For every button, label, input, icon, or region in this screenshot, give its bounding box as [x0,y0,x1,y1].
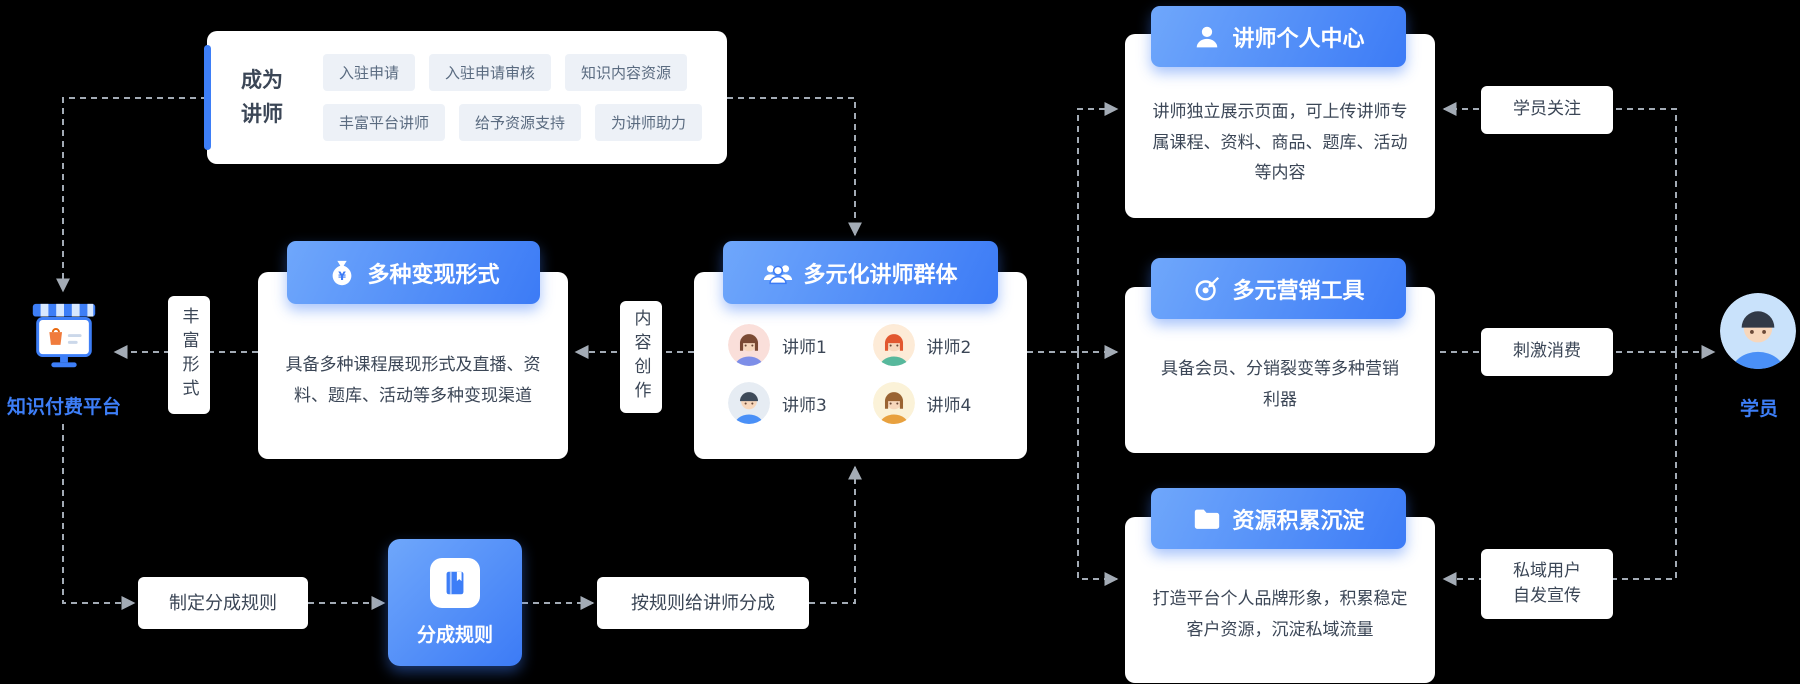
storefront-icon [32,303,96,368]
revenue-rules-card: 分成规则 [388,539,522,666]
become-lecturer-tags: 入驻申请 入驻申请审核 知识内容资源 丰富平台讲师 给予资源支持 为讲师助力 [323,54,703,141]
folder-icon [1195,509,1220,529]
money-bag-icon: ¥ [333,260,352,285]
lecturer-name: 讲师3 [782,395,827,416]
private-domain-label: 私域用户自发宣传 [1481,549,1613,619]
set-rules-label: 制定分成规则 [138,577,308,629]
tag-apply-review: 入驻申请审核 [429,54,552,91]
lecturer-center-header: 讲师个人中心 [1151,6,1406,67]
tags-row-1: 入驻申请 入驻申请审核 知识内容资源 [323,54,702,91]
card-accent-bar [204,45,211,150]
revenue-rules-title: 分成规则 [416,624,493,646]
lecturer-member: 讲师2 [872,324,994,366]
student-label: 学员 [1739,398,1778,420]
content-creation-label: 内容创作 [620,301,662,413]
rich-forms-label: 丰富形式 [168,296,210,414]
female-brown-hair-avatar [728,324,770,366]
target-icon [1195,276,1220,301]
resource-accumulation-header: 资源积累沉淀 [1151,488,1406,549]
lecturer-name: 讲师4 [926,395,972,416]
stimulate-consumption-label: 刺激消费 [1481,328,1613,376]
resource-accumulation-body: 打造平台个人品牌形象，积累稳定客户资源，沉淀私域流量 [1152,589,1408,640]
resource-accumulation-title: 资源积累沉淀 [1232,508,1365,534]
lecturer-center-body: 讲师独立展示页面，可上传讲师专属课程、资料、商品、题库、活动等内容 [1152,102,1408,184]
tag-apply: 入驻申请 [323,54,416,91]
become-lecturer-title: 成为讲师 [241,67,283,126]
tag-enrich-lecturers: 丰富平台讲师 [323,104,446,141]
monetization-title: 多种变现形式 [367,262,500,288]
female-red-hair-avatar [872,324,915,366]
lecturer-member: 讲师3 [728,382,849,424]
monetization-header: ¥ 多种变现形式 [287,241,540,304]
marketing-tools-title: 多元营销工具 [1232,278,1365,304]
notebook-icon [430,558,480,608]
student-avatar [1720,293,1796,369]
lecturer-name: 讲师2 [926,337,972,358]
lecturer-name: 讲师1 [782,337,827,358]
svg-text:¥: ¥ [339,270,347,283]
marketing-tools-body: 具备会员、分销裂变等多种营销利器 [1161,359,1399,410]
lecturer-members: 讲师1 讲师2 [694,272,1027,424]
tags-row-2: 丰富平台讲师 给予资源支持 为讲师助力 [323,104,703,141]
tag-resource-support: 给予资源支持 [459,104,582,141]
share-by-rules-label: 按规则给讲师分成 [597,577,809,629]
monetization-body: 具备多种课程展现形式及直播、资料、题库、活动等多种变现渠道 [285,354,541,406]
student-node [1720,293,1796,369]
lecturer-group-title: 多元化讲师群体 [803,262,958,288]
tag-help-lecturers: 为讲师助力 [595,104,703,141]
marketing-tools-header: 多元营销工具 [1151,258,1406,319]
male-dark-hair-avatar [728,382,770,424]
lecturer-member: 讲师1 [728,324,849,366]
lecturer-member: 讲师4 [872,382,994,424]
lecturer-group-header: 多元化讲师群体 [723,241,998,304]
platform-label: 知识付费平台 [6,396,121,418]
become-lecturer-card: 成为讲师 入驻申请 入驻申请审核 知识内容资源 丰富平台讲师 给予资源支持 为讲… [204,31,727,164]
platform-node [25,299,103,377]
tag-knowledge-resources: 知识内容资源 [565,54,688,91]
female-light-brown-hair-avatar [872,382,915,424]
student-follow-label: 学员关注 [1481,86,1613,134]
people-group-icon [764,264,793,284]
person-icon [1197,26,1218,47]
lecturer-center-title: 讲师个人中心 [1232,26,1365,52]
